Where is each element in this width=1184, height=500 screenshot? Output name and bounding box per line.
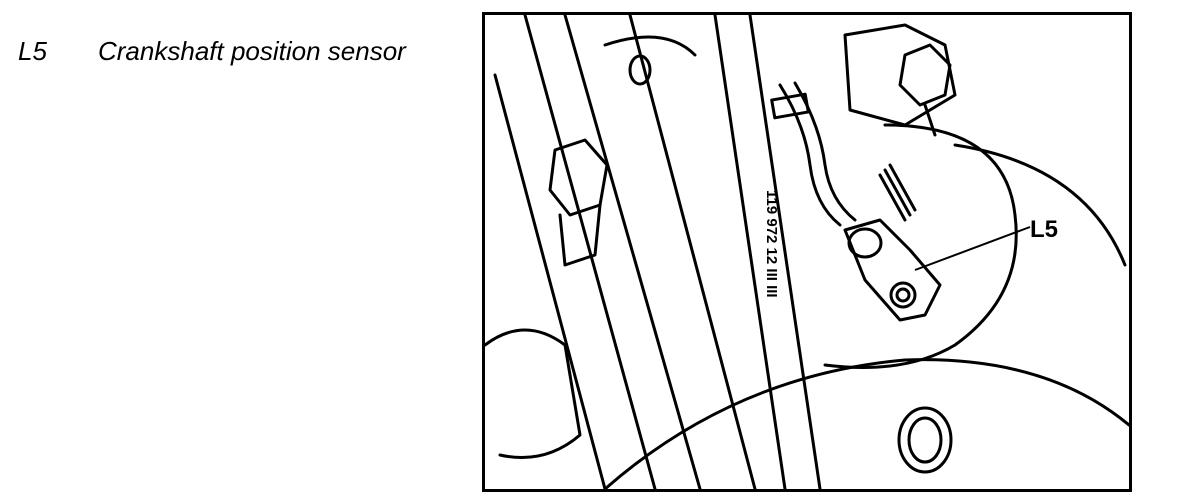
hex-bolt-right: [898, 43, 952, 107]
lower-boss: [897, 406, 953, 474]
caption-component-name: Crankshaft position sensor: [98, 36, 406, 66]
cable-clip: [770, 92, 810, 120]
engine-line-drawing: 119 972 12 III III: [485, 15, 1129, 489]
diagonal-member: [493, 73, 607, 489]
hex-bolt-left: [548, 138, 609, 217]
housing-outline: [823, 123, 1018, 369]
round-boss-top: [628, 54, 652, 86]
callout-label-l5: L5: [1030, 216, 1059, 243]
engine-illustration: 119 972 12 III III: [482, 12, 1132, 492]
caption-component-code: L5: [18, 36, 47, 66]
callout-leader: [914, 226, 1031, 271]
casting-stamp: 119 972 12 III III: [763, 190, 780, 298]
figure-caption: L5 Crankshaft position sensor: [18, 36, 406, 67]
casting-band: [713, 15, 787, 489]
upper-bracket: [843, 23, 957, 127]
lower-housing: [603, 358, 1129, 489]
sensor-cable: [778, 83, 842, 227]
sensor-mount-bolt: [889, 281, 917, 309]
crankshaft-sensor: [843, 218, 942, 322]
